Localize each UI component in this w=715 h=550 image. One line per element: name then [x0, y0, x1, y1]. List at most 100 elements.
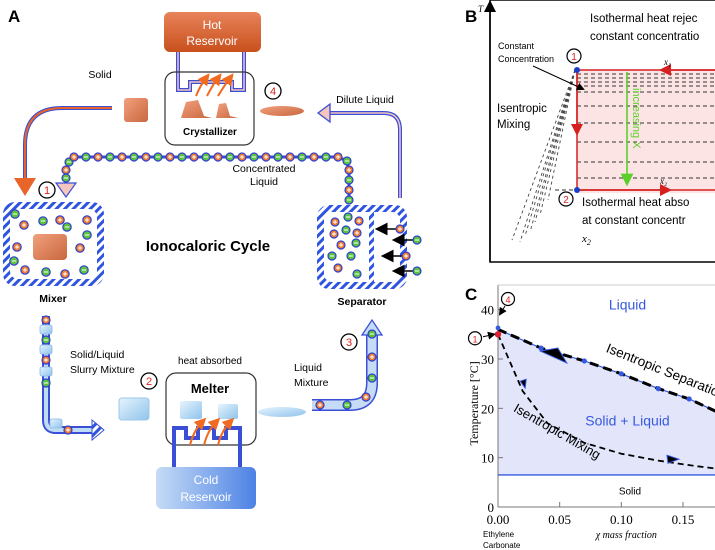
cation-icon [354, 216, 364, 226]
point-2 [574, 187, 580, 193]
panel-c-label: C [465, 285, 477, 304]
step-1-badge-b: 1 [566, 48, 582, 64]
crystallizer-box [164, 71, 255, 146]
concentrated-inflow-arrow [54, 182, 78, 199]
crystal-icon [181, 100, 212, 118]
crystallizer-label: Crystallizer [183, 127, 237, 138]
y-tick-label: 40 [481, 303, 494, 318]
anion-icon [343, 212, 353, 222]
cation-icon [189, 152, 199, 162]
cation-icon [75, 243, 85, 253]
hot-reservoir-line1: Hot [203, 18, 222, 32]
anion-icon [201, 152, 211, 162]
liquid-puddle-icon [258, 407, 306, 417]
anion-icon [352, 269, 362, 279]
anion-icon [225, 152, 235, 162]
anion-icon [79, 265, 89, 275]
separator-vessel [317, 205, 422, 289]
ice-chunk-icon [39, 324, 53, 335]
t-axis-label: T [478, 4, 484, 14]
x-tick-label: 0.10 [610, 512, 633, 527]
crystal-icon [216, 103, 238, 118]
cation-icon [141, 152, 151, 162]
anion-icon [82, 230, 92, 240]
increasing-x-label: increasing X [630, 88, 642, 149]
ice-chunk-icon [39, 366, 53, 377]
y-tick-label: 30 [481, 352, 494, 367]
isentropic-mixing-b-line1: Isentropic [497, 103, 547, 115]
svg-text:1: 1 [571, 52, 577, 63]
panel-b-label: B [465, 7, 477, 26]
y-axis-label: Temperature [°C] [467, 361, 481, 445]
cation-icon [61, 165, 71, 175]
cation-icon [333, 152, 343, 162]
hot-reservoir: Hot Reservoir [164, 12, 261, 52]
liquidus-point [538, 345, 544, 351]
svg-text:1: 1 [44, 185, 50, 197]
anion-icon [297, 152, 307, 162]
svg-text:3: 3 [346, 337, 352, 349]
step-1-badge: 1 [38, 181, 56, 199]
cation-icon [93, 152, 103, 162]
cation-icon [261, 152, 271, 162]
crystal-flake-icon [260, 106, 304, 116]
liquid-mixture-line1: Liquid [294, 362, 322, 374]
solid-cube-icon [124, 98, 148, 122]
region-label: Solid + Liquid [585, 413, 669, 429]
anion-icon [105, 152, 115, 162]
concentrated-label-line2: Liquid [250, 176, 278, 188]
anion-icon [153, 152, 163, 162]
liquidus-point [655, 386, 661, 392]
cycle-title: Ionocaloric Cycle [146, 238, 270, 255]
y-tick-label: 10 [481, 451, 494, 466]
step-4-badge: 4 [264, 82, 282, 100]
anion-icon [412, 266, 422, 276]
anion-icon [342, 400, 352, 410]
anion-icon [367, 373, 377, 383]
point-1 [574, 67, 580, 73]
constant-concentration-pointer [532, 65, 585, 91]
cation-icon [361, 392, 371, 402]
anion-icon [344, 195, 354, 205]
cation-icon [165, 152, 175, 162]
cold-reservoir: Cold Reservoir [156, 467, 256, 509]
cation-icon [213, 152, 223, 162]
slurry-label-line1: Solid/Liquid [70, 349, 124, 361]
ice-chunk-icon [39, 344, 53, 355]
anion-icon [344, 175, 354, 185]
cation-icon [63, 425, 73, 435]
cation-icon [329, 229, 339, 239]
rejection-line1: Isothermal heat rejec [590, 13, 698, 25]
anion-icon [346, 251, 356, 261]
svg-text:4: 4 [505, 295, 510, 305]
ice-icon [180, 401, 202, 419]
anion-icon [61, 173, 71, 183]
liquid-mixture-pipe [312, 318, 384, 411]
x-axis-label: χ mass fraction [595, 530, 657, 541]
svg-text:Cold: Cold [194, 473, 219, 487]
liquidus-point [686, 396, 692, 402]
svg-text:1: 1 [472, 334, 477, 344]
cation-icon [344, 165, 354, 175]
cation-icon [352, 228, 362, 238]
cation-icon [309, 152, 319, 162]
step-2-badge: 2 [140, 372, 158, 390]
anion-icon [341, 225, 351, 235]
mixer-label: Mixer [39, 293, 66, 305]
anion-icon [327, 251, 337, 261]
constant-concentration-line1: Constant [498, 41, 535, 51]
cation-icon [69, 152, 79, 162]
heat-arrows-melter [189, 417, 235, 446]
isopleth-lines [511, 69, 715, 243]
svg-text:4: 4 [270, 86, 276, 98]
x-tick-label: 0.00 [487, 512, 510, 527]
isentropic-mixing-b-line2: Mixing [497, 119, 530, 131]
step-1-badge-c: 1 [467, 331, 496, 346]
hot-heat-exchanger [176, 52, 246, 92]
membrane [369, 208, 374, 286]
region-label: Solid [619, 487, 641, 498]
cation-icon [12, 242, 22, 252]
point-4 [495, 325, 501, 331]
cation-icon [20, 265, 30, 275]
liquid-mixture-line2: Mixture [294, 377, 329, 389]
